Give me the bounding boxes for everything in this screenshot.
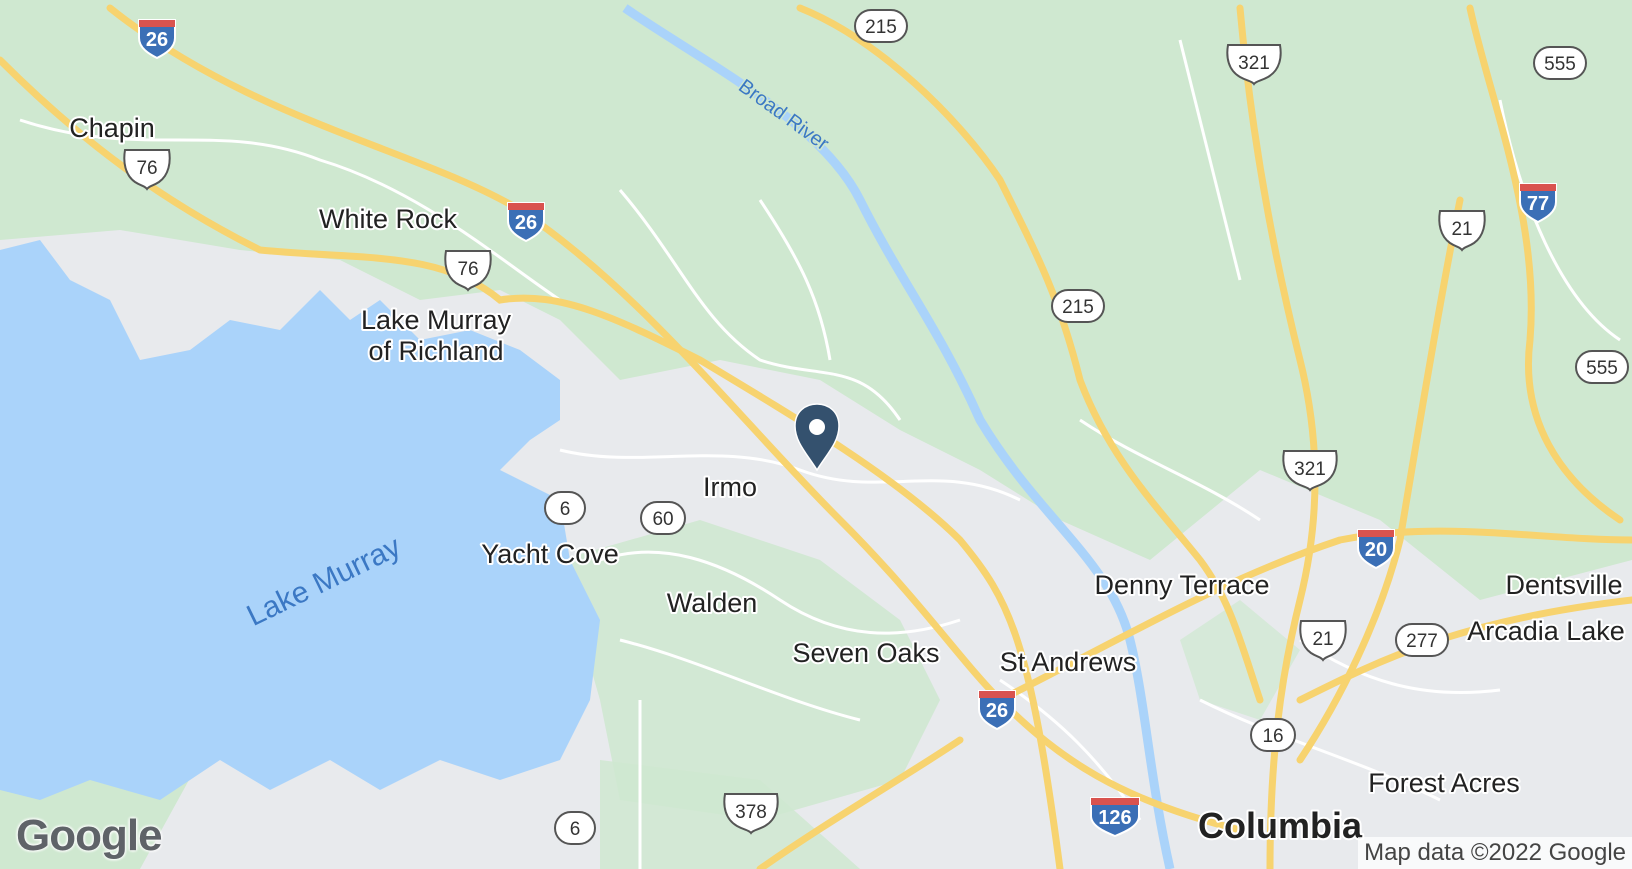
location-pin-icon[interactable] — [794, 403, 840, 472]
us-route-shields: 76 76 321 321 21 21 — [123, 44, 1486, 835]
us-route-shield: 21 — [1438, 210, 1486, 252]
state-route-shield: 215 — [854, 9, 908, 43]
broad-river — [622, 4, 1175, 869]
sc-215-road — [796, 4, 1264, 704]
state-route-shield: 60 — [640, 501, 686, 535]
interstate-20-road — [996, 527, 1632, 704]
shield-label: 378 — [735, 802, 767, 823]
state-route-shield: 6 — [544, 491, 586, 525]
place-label: of Richland — [368, 336, 503, 366]
place-label: Irmo — [703, 472, 757, 502]
shield-label: 277 — [1406, 631, 1438, 652]
us-76-road — [0, 56, 1064, 869]
place-label: Denny Terrace — [1094, 570, 1269, 600]
place-label: Walden — [667, 588, 758, 618]
place-label: Forest Acres — [1368, 768, 1520, 798]
place-label: Arcadia Lake — [1467, 616, 1625, 646]
state-route-shield: 555 — [1533, 46, 1587, 80]
interstate-shield: 26 — [138, 19, 176, 60]
shield-label: 215 — [865, 17, 897, 38]
place-label: White Rock — [319, 204, 458, 234]
place-label: Lake Murray — [361, 305, 512, 335]
shield-label: 321 — [1238, 53, 1270, 74]
us-route-shield: 321 — [1282, 450, 1338, 492]
interstate-shield: 126 — [1090, 797, 1140, 838]
place-label: St Andrews — [1000, 647, 1137, 677]
shield-label: 26 — [146, 29, 168, 51]
interstate-26-road — [106, 4, 1004, 704]
shield-label: 215 — [1062, 297, 1094, 318]
us-route-shield: 76 — [123, 149, 171, 191]
shield-label: 20 — [1365, 539, 1387, 561]
shield-label: 126 — [1098, 807, 1131, 829]
shield-label: 6 — [570, 819, 581, 840]
interstate-126-road — [996, 696, 1244, 834]
shield-label: 555 — [1586, 358, 1618, 379]
state-route-shield: 215 — [1051, 289, 1105, 323]
us-route-shield: 76 — [444, 250, 492, 292]
interstate-shield: 20 — [1357, 529, 1395, 570]
lake-murray-water — [0, 240, 600, 800]
state-route-shield: 555 — [1575, 350, 1629, 384]
place-label: Yacht Cove — [481, 539, 619, 569]
interstate-77-road — [1466, 4, 1624, 524]
place-label: Chapin — [69, 113, 155, 143]
shield-label: 26 — [515, 212, 537, 234]
us-route-shield: 21 — [1299, 620, 1347, 662]
us-route-shield: 321 — [1226, 44, 1282, 86]
state-route-shield: 16 — [1250, 718, 1296, 752]
us-378-road — [756, 736, 964, 869]
interstate-shields: 26 26 26 126 20 — [138, 19, 1557, 838]
shield-label: 76 — [136, 158, 157, 179]
interstate-shield: 26 — [978, 690, 1016, 731]
state-route-shield: 277 — [1395, 623, 1449, 657]
shield-label: 555 — [1544, 54, 1576, 75]
shield-label: 21 — [1451, 219, 1472, 240]
us-route-shield: 378 — [723, 793, 779, 835]
place-label: Seven Oaks — [792, 638, 939, 668]
shield-label: 77 — [1527, 193, 1549, 215]
shield-label: 321 — [1294, 459, 1326, 480]
state-route-shield: 6 — [554, 811, 596, 845]
shield-label: 6 — [560, 499, 571, 520]
google-logo[interactable]: Google — [16, 811, 163, 860]
map-attribution: Map data ©2022 Google — [1358, 837, 1632, 869]
shield-label: 60 — [652, 509, 673, 530]
place-label-city: Columbia — [1198, 805, 1363, 846]
shield-label: 21 — [1312, 629, 1333, 650]
place-label: Dentsville — [1505, 570, 1622, 600]
shield-label: 16 — [1262, 726, 1283, 747]
shield-label: 26 — [986, 700, 1008, 722]
shield-label: 76 — [457, 259, 478, 280]
interstate-shield: 26 — [507, 202, 545, 243]
place-labels: Chapin White Rock Lake Murray of Richlan… — [67, 111, 1627, 848]
interstate-shield: 77 — [1519, 183, 1557, 224]
state-route-shields: 215 215 555 555 6 6 — [544, 9, 1629, 845]
